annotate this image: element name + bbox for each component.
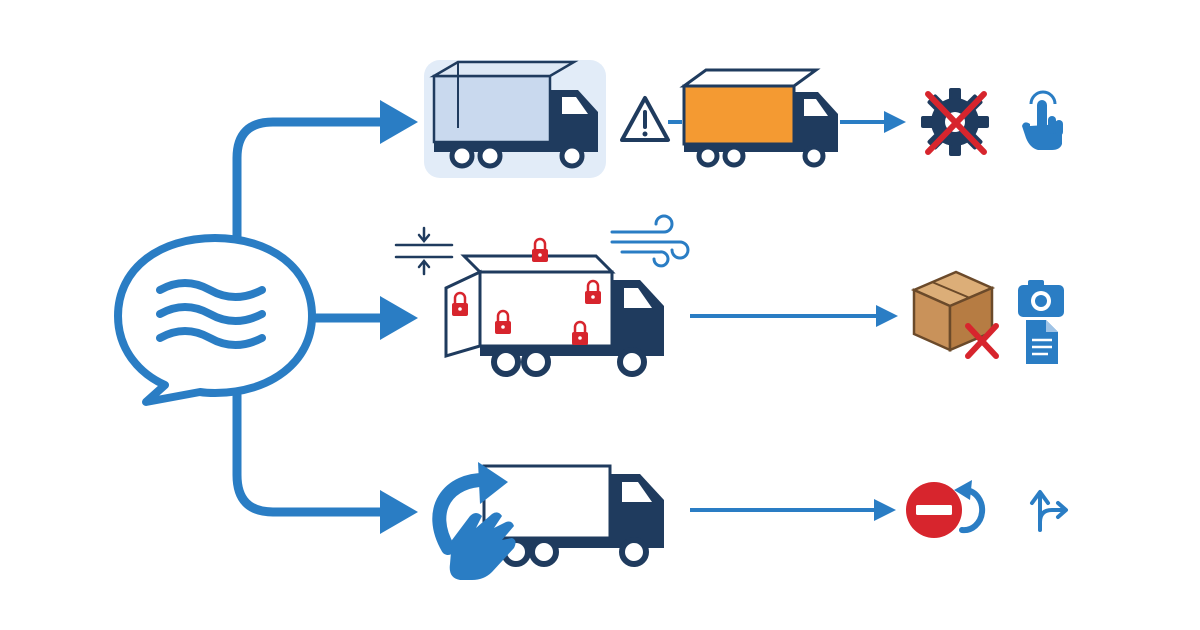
row-1 bbox=[424, 60, 1063, 178]
row-3 bbox=[432, 462, 1068, 580]
document-icon bbox=[1026, 320, 1058, 364]
crossed-gear-icon bbox=[921, 88, 989, 156]
fork-arrow-icon bbox=[1030, 490, 1068, 532]
curved-arrow-icon bbox=[432, 462, 508, 555]
branch-bottom-line bbox=[232, 390, 393, 517]
arrowhead-top bbox=[380, 100, 418, 144]
orange-truck-icon bbox=[679, 68, 838, 168]
row-2 bbox=[394, 214, 1064, 377]
branch-top-line bbox=[232, 117, 393, 243]
compress-arrows-icon bbox=[394, 226, 454, 276]
arrowhead-middle bbox=[380, 296, 418, 340]
row-2-outcome-arrow bbox=[690, 305, 898, 327]
padlock-icon bbox=[452, 237, 601, 345]
damaged-box-icon bbox=[910, 270, 999, 359]
light-blue-truck-icon bbox=[424, 60, 606, 178]
row-1-outcome-arrow bbox=[840, 111, 906, 133]
branch-arrowheads bbox=[380, 100, 418, 534]
row-3-outcome-arrow bbox=[690, 499, 896, 521]
no-entry-icon bbox=[906, 482, 962, 538]
speech-bubble-wave-icon bbox=[114, 234, 316, 406]
warning-triangle-icon bbox=[620, 96, 670, 142]
tap-hand-icon bbox=[1022, 90, 1063, 150]
arrowhead-bottom bbox=[380, 490, 418, 534]
open-locked-truck-icon bbox=[444, 254, 664, 377]
wind-icon bbox=[610, 214, 690, 268]
plain-truck-icon bbox=[482, 464, 664, 567]
undo-arrow-icon bbox=[954, 480, 986, 534]
camera-icon bbox=[1018, 280, 1064, 317]
hand-icon bbox=[449, 512, 516, 580]
